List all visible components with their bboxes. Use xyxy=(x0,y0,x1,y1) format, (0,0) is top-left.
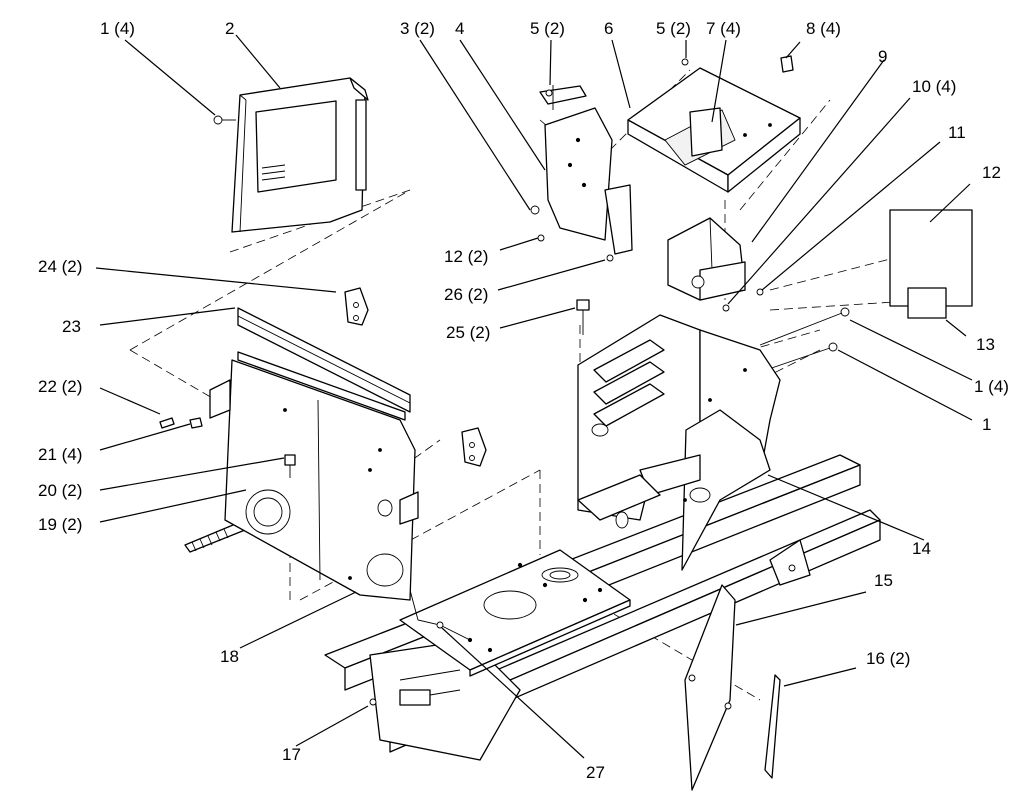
callout-label: 23 xyxy=(62,317,81,336)
wire-27 xyxy=(409,589,471,641)
bracket-9 xyxy=(667,217,764,312)
callout-label: 18 xyxy=(220,647,239,666)
bracket-24-lower xyxy=(461,427,487,467)
callout-label: 6 xyxy=(604,19,613,38)
callout-label: 16 (2) xyxy=(866,649,910,668)
callout-label: 1 xyxy=(982,415,991,434)
hardware-right xyxy=(759,307,850,373)
bracket-24-upper xyxy=(344,287,369,326)
leader-lines xyxy=(95,34,973,759)
callout-label: 20 (2) xyxy=(38,481,82,500)
side-strip-16 xyxy=(764,674,781,779)
tray-6 xyxy=(627,55,801,193)
callout-label: 17 xyxy=(282,745,301,764)
left-side-panel xyxy=(209,351,419,601)
callout-label: 5 (2) xyxy=(656,19,691,38)
callout-label: 5 (2) xyxy=(530,19,565,38)
callout-label: 4 xyxy=(455,19,464,38)
hardware-left xyxy=(159,417,296,478)
callout-label: 26 (2) xyxy=(444,285,488,304)
callout-label: 12 xyxy=(982,163,1001,182)
callout-label: 9 xyxy=(878,47,887,66)
base-plate xyxy=(399,549,631,677)
callout-labels: 1 (4) 2 3 (2) 4 5 (2) 6 5 (2) 7 (4) 8 (4… xyxy=(38,19,1009,782)
callout-label: 12 (2) xyxy=(444,247,488,266)
bracket-4 xyxy=(530,85,633,262)
decal-13 xyxy=(907,287,947,319)
callout-label: 7 (4) xyxy=(706,19,741,38)
callout-label: 3 (2) xyxy=(400,19,435,38)
callout-label: 13 xyxy=(976,335,995,354)
callout-label: 2 xyxy=(225,19,234,38)
callout-label: 27 xyxy=(586,763,605,782)
callout-label: 11 xyxy=(948,123,966,142)
callout-label: 24 (2) xyxy=(38,257,82,276)
callout-label: 21 (4) xyxy=(38,445,82,464)
callout-label: 22 (2) xyxy=(38,377,82,396)
trim-strip xyxy=(237,307,411,413)
callout-label: 8 (4) xyxy=(806,19,841,38)
callout-label: 1 (4) xyxy=(100,19,135,38)
upper-cover xyxy=(213,77,369,233)
callout-label: 15 xyxy=(874,571,893,590)
callout-label: 14 xyxy=(912,539,931,558)
main-housing xyxy=(577,314,781,571)
callout-label: 19 (2) xyxy=(38,515,82,534)
screw-25 xyxy=(545,89,590,335)
callout-label: 25 (2) xyxy=(446,323,490,342)
callout-label: 10 (4) xyxy=(912,77,956,96)
callout-label: 1 (4) xyxy=(974,377,1009,396)
side-strip-15 xyxy=(684,584,736,791)
